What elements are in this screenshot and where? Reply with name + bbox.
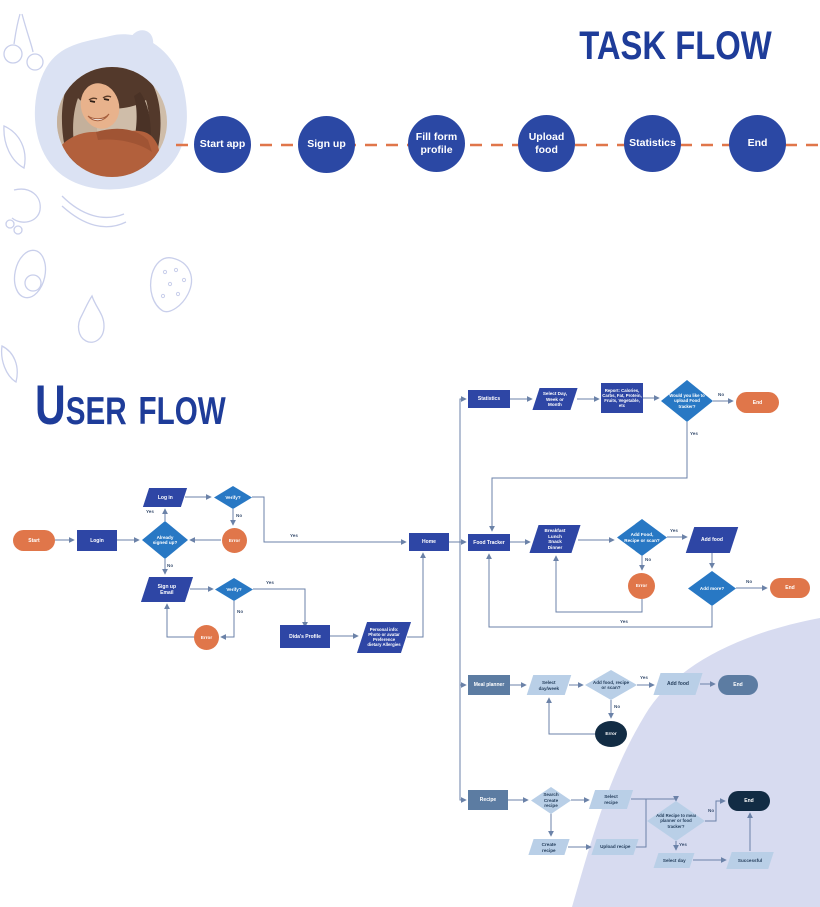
flow-node-add-food-meal: Add food bbox=[653, 673, 703, 695]
avocado-pit-icon bbox=[24, 274, 42, 292]
flow-node-verify-signup: Verify? bbox=[215, 578, 253, 601]
edge-label-add-more-yes: Yes bbox=[620, 619, 628, 624]
flow-node-error-meal: Error bbox=[595, 721, 627, 747]
cherry-icon bbox=[3, 44, 23, 64]
strawberry-seeds-icon bbox=[160, 267, 187, 299]
flow-node-error-food: Error bbox=[628, 573, 655, 599]
flow-node-home: Home bbox=[409, 533, 449, 551]
flow-node-successful: Successful bbox=[726, 852, 774, 869]
edge-label-already-yes: Yes bbox=[146, 509, 154, 514]
flow-node-select-day: Select day bbox=[653, 853, 695, 868]
edge-label-recipe-yes: Yes bbox=[679, 842, 687, 847]
flow-node-select-period: Select Day, Week or Month bbox=[532, 388, 578, 410]
flow-node-statistics: Statistics bbox=[468, 390, 510, 408]
flow-node-error-login: Error bbox=[222, 528, 247, 553]
flow-node-meal-planner: Meal planner bbox=[468, 675, 510, 695]
task-step-sign-up: Sign up bbox=[298, 116, 355, 173]
edge-label-add-more-no: No bbox=[746, 579, 753, 584]
edge-label-already-no: No bbox=[167, 563, 174, 568]
decorative-fruit-doodles bbox=[0, 13, 193, 384]
flow-node-create-recipe: Create recipe bbox=[528, 839, 570, 855]
flow-node-profile: Dida's Profile bbox=[280, 625, 330, 648]
task-flow-title: TASK FLOW bbox=[579, 24, 772, 68]
flow-node-verify-login: Verify? bbox=[214, 486, 252, 509]
edge-label-ft-yes: Yes bbox=[670, 528, 678, 533]
flow-node-error-signup: Error bbox=[194, 625, 219, 650]
cherry-icon bbox=[26, 53, 44, 71]
task-flow-connector-line bbox=[176, 143, 820, 147]
flow-node-recipe: Recipe bbox=[468, 790, 508, 810]
user-flow-title: User flow bbox=[35, 373, 226, 436]
flow-node-end-food: End bbox=[770, 578, 810, 598]
flow-node-food-tracker: Food Tracker bbox=[468, 534, 510, 551]
leaf-icon bbox=[0, 345, 18, 384]
avocado-icon bbox=[13, 249, 47, 299]
flow-node-start: Start bbox=[13, 530, 55, 551]
task-step-start-app: Start app bbox=[194, 116, 251, 173]
drumstick-icon bbox=[5, 219, 15, 229]
flow-node-end-recipe: End bbox=[728, 791, 770, 811]
task-step-upload-food: Upload food bbox=[518, 115, 575, 172]
drumstick-icon bbox=[11, 188, 41, 223]
edge-label-verify-login-no: No bbox=[236, 513, 243, 518]
flow-node-end-statistics: End bbox=[736, 392, 779, 413]
task-step-fill-form-profile: Fill form profile bbox=[408, 115, 465, 172]
edge-label-verify-signup-yes: Yes bbox=[266, 580, 274, 585]
edge-label-ft-no: No bbox=[645, 557, 652, 562]
pear-icon bbox=[77, 294, 105, 343]
edge-label-meal-yes: Yes bbox=[640, 675, 648, 680]
flow-node-sign-up-email: Sign up Email bbox=[140, 577, 194, 602]
flow-node-end-meal: End bbox=[718, 675, 758, 695]
flow-node-upload-recipe: Upload recipe bbox=[591, 839, 639, 855]
flow-node-login: Login bbox=[77, 530, 117, 551]
flow-node-log-in: Log in bbox=[142, 488, 188, 507]
edge-label-verify-login-yes: Yes bbox=[290, 533, 298, 538]
edge-label-stats-no: No bbox=[718, 392, 725, 397]
flow-node-select-day-week: Select day/week bbox=[526, 675, 572, 695]
cherry-stems-icon bbox=[13, 13, 34, 53]
edge-label-recipe-no: No bbox=[708, 808, 715, 813]
edge-label-stats-yes: Yes bbox=[690, 431, 698, 436]
edge-label-meal-no: No bbox=[614, 704, 621, 709]
edge-label-verify-signup-no: No bbox=[237, 609, 244, 614]
drumstick-icon bbox=[13, 225, 23, 235]
flow-node-report: Report: Calories, Carbs, Fat, Protein, F… bbox=[601, 383, 643, 413]
strawberry-icon bbox=[149, 257, 193, 313]
task-step-end: End bbox=[729, 115, 786, 172]
leaf-icon bbox=[3, 125, 26, 169]
profile-photo-blob bbox=[34, 30, 187, 190]
flow-node-select-recipe: Select recipe bbox=[588, 790, 634, 809]
banana-icon bbox=[61, 195, 127, 228]
flow-node-add-food: Add food bbox=[685, 527, 739, 553]
task-step-statistics: Statistics bbox=[624, 115, 681, 172]
